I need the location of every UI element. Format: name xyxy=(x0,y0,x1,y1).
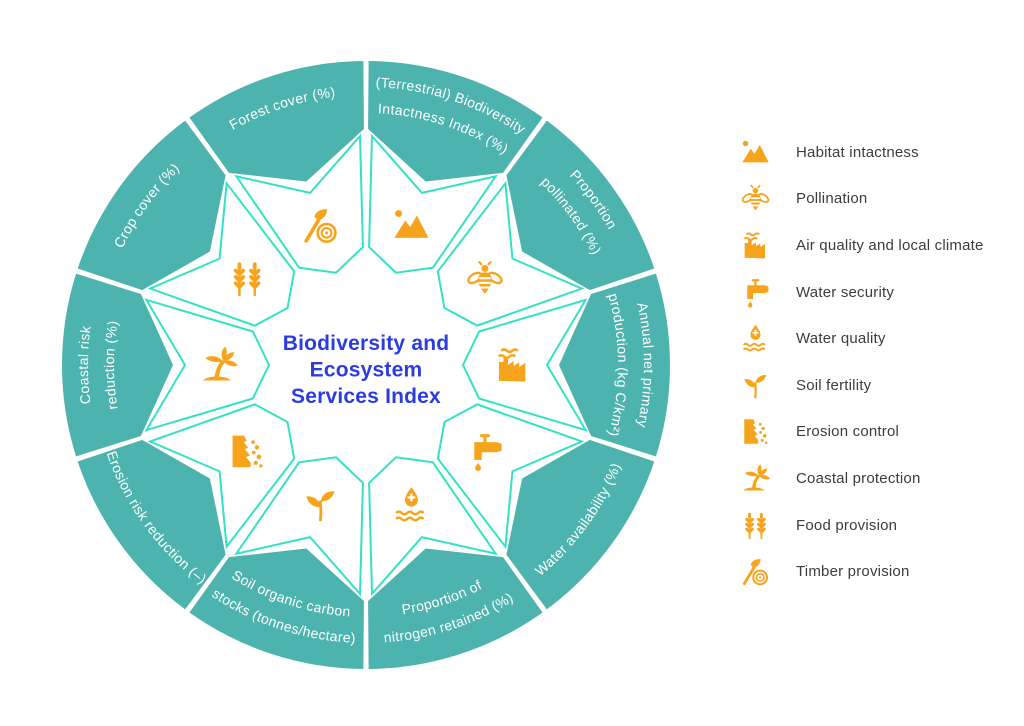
wheel-cell-erosion-control xyxy=(147,403,296,550)
center-label-line2: Ecosystem xyxy=(310,359,423,382)
habitat-intactness-icon xyxy=(740,137,771,168)
legend-item-coastal-protection: Coastal protection xyxy=(740,455,984,502)
erosion-control-icon xyxy=(740,416,771,447)
legend-label: Timber provision xyxy=(796,563,910,581)
ring-segment-proportion-pollinated xyxy=(506,120,655,291)
legend-item-timber-provision: Timber provision xyxy=(740,548,984,595)
water-quality-icon xyxy=(740,323,771,354)
legend-label: Air quality and local climate xyxy=(796,236,984,254)
legend-label: Soil fertility xyxy=(796,376,872,394)
air-quality-icon xyxy=(740,230,771,261)
legend-item-erosion-control: Erosion control xyxy=(740,409,984,456)
ring-segment-net-primary-production xyxy=(559,273,670,457)
legend-label: Food provision xyxy=(796,516,898,534)
legend-item-habitat-intactness: Habitat intactness xyxy=(740,129,984,176)
legend-label: Habitat intactness xyxy=(796,143,919,161)
legend-item-water-quality: Water quality xyxy=(740,315,984,362)
ring-label-coastal-risk-reduction-line1: Coastal risk xyxy=(75,324,94,405)
wheel-cell-pollination xyxy=(436,180,585,327)
ring-segment-biodiversity-intactness xyxy=(368,61,543,182)
legend-label: Pollination xyxy=(796,190,868,208)
ring-segment-soil-organic-carbon xyxy=(189,548,364,669)
water-security-icon xyxy=(740,277,771,308)
ring-label-coastal-risk-reduction-line2: reduction (%) xyxy=(101,319,121,411)
wheel-cell-habitat-intactness xyxy=(368,133,498,274)
center-label-line1: Biodiversity and xyxy=(283,332,450,355)
legend-item-water-security: Water security xyxy=(740,269,984,316)
ring-label-net-primary-production-line1: Annual net primary xyxy=(634,301,657,429)
ring-segment-nitrogen-retained xyxy=(368,548,543,669)
legend-item-food-provision: Food provision xyxy=(740,502,984,549)
wheel-cell-coastal-protection xyxy=(144,298,271,432)
wheel-cell-water-security xyxy=(436,403,585,550)
coastal-protection-icon xyxy=(740,463,771,494)
legend-label: Erosion control xyxy=(796,423,900,441)
legend-item-air-quality: Air quality and local climate xyxy=(740,222,984,269)
legend-item-pollination: Pollination xyxy=(740,176,984,223)
wheel-cell-food-provision xyxy=(147,180,296,327)
center-label-line3: Services Index xyxy=(291,385,441,408)
legend-label: Water security xyxy=(796,283,895,301)
ring-segment-crop-cover xyxy=(77,120,226,291)
pollination-icon xyxy=(740,183,771,214)
legend-item-soil-fertility: Soil fertility xyxy=(740,362,984,409)
ring-segment-coastal-risk-reduction xyxy=(62,273,173,457)
legend-label: Water quality xyxy=(796,330,886,348)
wheel-cell-water-quality xyxy=(368,456,498,597)
food-provision-icon xyxy=(740,510,771,541)
timber-provision-icon xyxy=(740,556,771,587)
ring-segment-water-availability xyxy=(506,439,655,610)
soil-fertility-icon xyxy=(740,370,771,401)
wheel-cell-timber-provision xyxy=(234,133,364,274)
ring-segment-forest-cover xyxy=(189,61,364,182)
center-label: Biodiversity and Ecosystem Services Inde… xyxy=(283,332,450,408)
legend-label: Coastal protection xyxy=(796,469,921,487)
ring-segment-erosion-risk-reduction xyxy=(77,439,226,610)
